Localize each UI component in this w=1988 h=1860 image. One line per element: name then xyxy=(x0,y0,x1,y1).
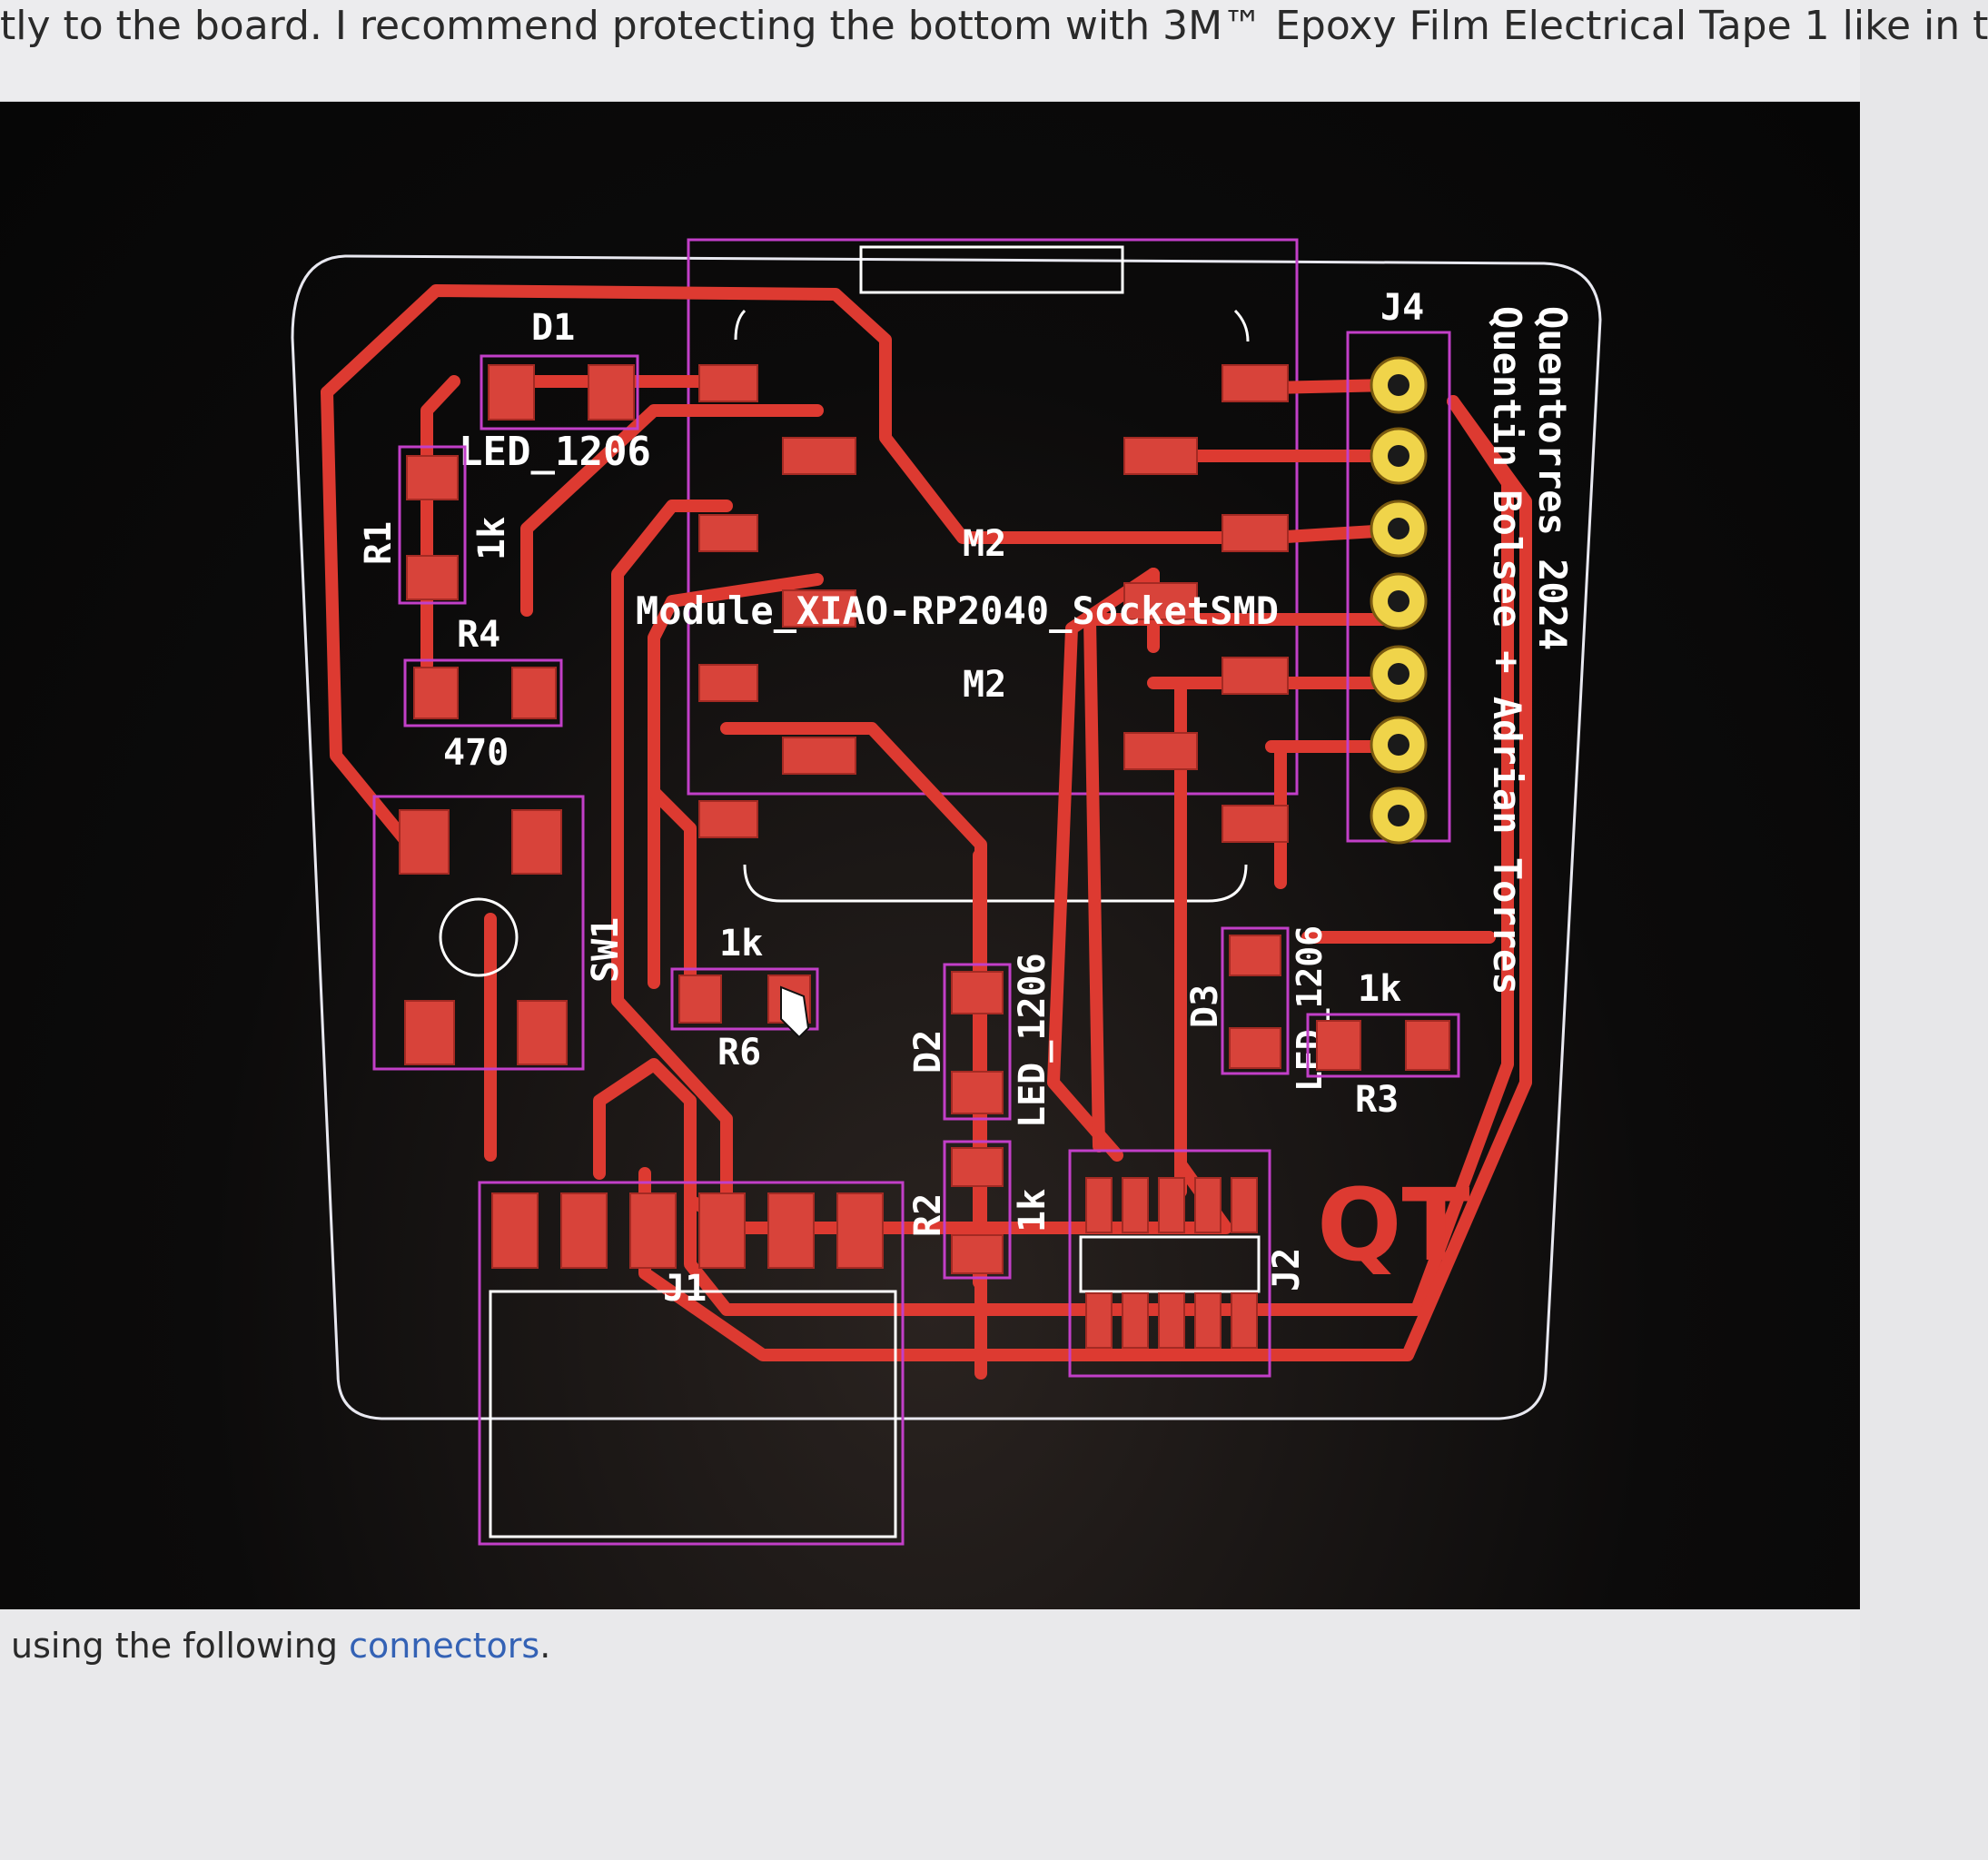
module-ref-top: M2 xyxy=(963,523,1006,565)
j4-label: J4 xyxy=(1380,287,1424,329)
d1-pad-2 xyxy=(588,364,635,420)
r3-pad-1 xyxy=(1316,1020,1361,1071)
r4-label: R4 xyxy=(457,614,500,656)
board-edge xyxy=(291,254,1602,1420)
connectors-link[interactable]: connectors xyxy=(349,1626,540,1666)
module-courtyard xyxy=(687,238,1299,796)
d2-courtyard xyxy=(943,963,1012,1121)
j2-courtyard xyxy=(1068,1149,1271,1378)
r1-value-label: 1k xyxy=(471,517,513,560)
j2-label: J2 xyxy=(1266,1248,1308,1291)
d1-pad-1 xyxy=(488,364,535,420)
d1-label: D1 xyxy=(531,307,575,349)
module-ref-label: M2 xyxy=(963,664,1006,706)
d2-value-label: LED_1206 xyxy=(1012,953,1053,1128)
j4-pins xyxy=(1370,356,1428,845)
r2-pad-2 xyxy=(951,1234,1004,1274)
d1-value-label: LED_1206 xyxy=(459,429,651,475)
r4-value-label: 470 xyxy=(443,732,509,774)
qt-logo: QT xyxy=(1317,1167,1470,1283)
sw1-pad-4 xyxy=(517,1000,568,1065)
pcb-layout-image: D1 LED_1206 R1 1k R4 470 SW1 xyxy=(0,102,1860,1609)
sw1-pad-2 xyxy=(511,809,562,875)
j1-label: J1 xyxy=(663,1268,707,1310)
r6-courtyard xyxy=(670,967,819,1031)
sw1-pad-1 xyxy=(399,809,450,875)
r1-pad-2 xyxy=(406,555,459,600)
j2-body-outline xyxy=(1079,1235,1261,1293)
d2-pad-2 xyxy=(951,1071,1004,1114)
d1-courtyard xyxy=(480,354,639,430)
r1-label: R1 xyxy=(358,521,400,565)
article-text-bottom: using the following connectors. xyxy=(11,1626,550,1666)
sw1-courtyard xyxy=(372,795,585,1071)
j1-body-outline xyxy=(489,1290,897,1538)
r3-label: R3 xyxy=(1355,1079,1399,1121)
d2-label: D2 xyxy=(907,1030,949,1073)
j2-pads xyxy=(1085,1177,1258,1349)
sw1-actuator-circle xyxy=(439,897,519,977)
module-value-label: Module_XIAO-RP2040_SocketSMD xyxy=(636,589,1279,633)
j1-pads xyxy=(491,1192,884,1269)
r6-label: R6 xyxy=(717,1032,761,1073)
module-silk xyxy=(734,309,1250,903)
r3-pad-2 xyxy=(1405,1020,1450,1071)
board-authors: Quentin Bolsee + Adrian Torres xyxy=(1485,306,1529,995)
r1-pad-1 xyxy=(406,455,459,500)
d3-pad-2 xyxy=(1229,1027,1281,1069)
r2-courtyard xyxy=(943,1140,1012,1280)
module-pads xyxy=(698,364,1289,843)
r4-pad-1 xyxy=(413,667,459,719)
bottom-text-suffix: . xyxy=(539,1626,551,1666)
sw1-pad-3 xyxy=(404,1000,455,1065)
r1-courtyard xyxy=(398,445,467,605)
d3-pad-1 xyxy=(1229,935,1281,976)
r4-pad-2 xyxy=(511,667,557,719)
d3-label: D3 xyxy=(1184,984,1226,1028)
r6-pad-1 xyxy=(678,975,722,1024)
r3-courtyard xyxy=(1306,1013,1460,1078)
r2-pad-1 xyxy=(951,1147,1004,1187)
r2-value-label: 1k xyxy=(1012,1189,1053,1232)
board-title: Quentorres 2024 xyxy=(1530,306,1575,650)
r4-courtyard xyxy=(403,658,563,727)
j1-courtyard xyxy=(478,1181,905,1546)
r6-value-label: 1k xyxy=(719,923,763,965)
hand-cursor-icon xyxy=(780,985,810,1039)
article-bottom-area xyxy=(0,1609,1860,1860)
module-usb-outline xyxy=(859,245,1124,294)
r2-label: R2 xyxy=(907,1193,949,1237)
bottom-text-prefix: using the following xyxy=(11,1626,350,1666)
d3-courtyard xyxy=(1221,926,1290,1075)
article-text-top: tly to the board. I recommend protecting… xyxy=(0,0,1988,100)
pcb-canvas: D1 LED_1206 R1 1k R4 470 SW1 xyxy=(291,238,1602,1546)
d2-pad-1 xyxy=(951,971,1004,1014)
r3-value-label: 1k xyxy=(1358,968,1401,1010)
sw1-label: SW1 xyxy=(585,917,627,983)
